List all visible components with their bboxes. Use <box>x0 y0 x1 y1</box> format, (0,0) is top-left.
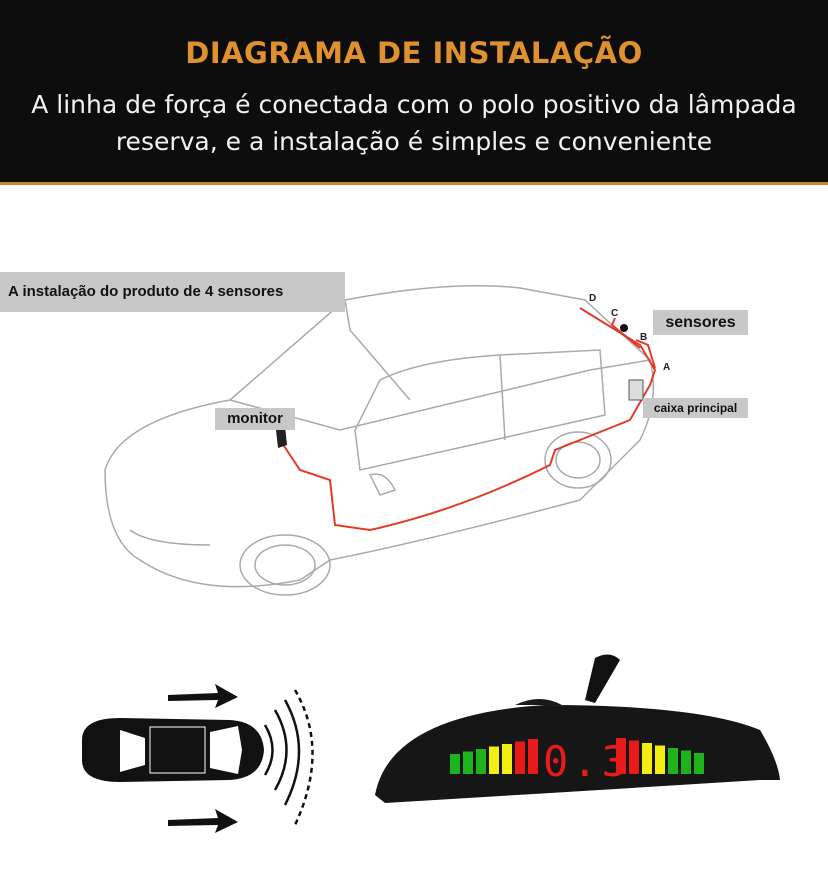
main-box-label: caixa principal <box>643 398 748 418</box>
left-bar-green <box>463 751 473 774</box>
car-outline <box>104 284 655 596</box>
sensor-letter-b: B <box>640 332 648 343</box>
installation-caption: A instalação do produto de 4 sensores <box>0 272 345 312</box>
right-bar-red <box>616 738 626 774</box>
right-bar-red <box>629 740 639 774</box>
right-bar-green <box>668 748 678 774</box>
sensor-letter-a: A <box>663 362 671 373</box>
sensor-letter-d: D <box>589 293 597 304</box>
main-box-icon <box>628 379 644 401</box>
header-banner: DIAGRAMA DE INSTALAÇÃO A linha de força … <box>0 0 828 185</box>
distance-readout: 0.3 <box>543 737 631 786</box>
subtitle-line-2: reserva, e a instalação é simples e conv… <box>115 127 713 156</box>
left-bar-green <box>450 754 460 774</box>
right-bar-yellow <box>642 743 652 774</box>
monitor-label: monitor <box>215 408 295 430</box>
top-view-car-icon <box>82 718 264 782</box>
parking-display <box>375 654 780 803</box>
left-bar-red <box>528 739 538 774</box>
right-bar-green <box>681 750 691 774</box>
monitor-icon <box>276 426 287 448</box>
left-bar-red <box>515 741 525 774</box>
sensor-letter-c: C <box>611 308 619 319</box>
sensors-label: sensores <box>653 310 748 335</box>
left-bar-yellow <box>502 744 512 774</box>
page-title: DIAGRAMA DE INSTALAÇÃO <box>185 36 643 70</box>
sensor-dot <box>620 324 628 332</box>
left-bar-yellow <box>489 746 499 774</box>
wiring <box>279 307 657 532</box>
sound-wave-icon <box>263 689 314 826</box>
arrow-icons <box>168 684 238 833</box>
right-bar-yellow <box>655 745 665 774</box>
left-bar-green <box>476 749 486 774</box>
right-bar-green <box>694 753 704 774</box>
subtitle-line-1: A linha de força é conectada com o polo … <box>31 90 797 119</box>
